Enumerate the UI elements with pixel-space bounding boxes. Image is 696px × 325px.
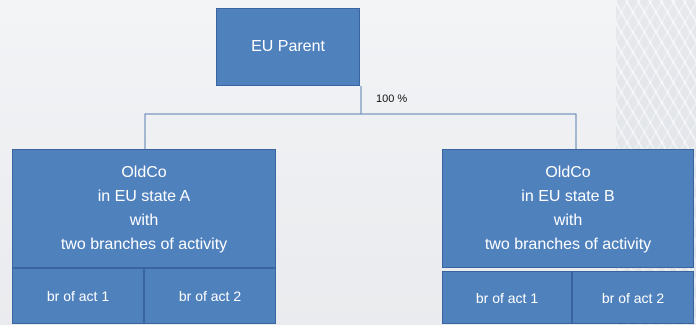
oldco-a-branch-2: br of act 2	[144, 268, 276, 324]
connector-left	[144, 86, 362, 149]
oldco-b-branches: two branches of activity	[484, 235, 652, 253]
oldco-a-state: in EU state A	[97, 187, 191, 205]
oldco-a-branches: two branches of activity	[60, 235, 228, 253]
eu-parent-label: EU Parent	[251, 38, 325, 55]
oldco-state-b-box: OldCo in EU state B with two branches of…	[442, 149, 694, 268]
oldco-a-name: OldCo	[121, 163, 167, 181]
connector-right	[361, 113, 577, 149]
oldco-b-name: OldCo	[545, 163, 591, 181]
ownership-percentage-label: 100 %	[376, 93, 408, 105]
oldco-a-branch-1: br of act 1	[12, 268, 144, 324]
branch-label: br of act 2	[601, 289, 665, 306]
branch-label: br of act 2	[178, 288, 242, 304]
oldco-b-with: with	[553, 211, 583, 229]
eu-parent-box: EU Parent	[216, 8, 360, 86]
oldco-b-state: in EU state B	[521, 187, 615, 205]
oldco-state-a-box: OldCo in EU state A with two branches of…	[12, 149, 276, 268]
oldco-b-branch-2: br of act 2	[572, 271, 694, 324]
branch-label: br of act 1	[46, 288, 110, 304]
oldco-a-with: with	[129, 211, 159, 229]
oldco-b-branch-1: br of act 1	[442, 271, 572, 324]
branch-label: br of act 1	[475, 289, 539, 306]
